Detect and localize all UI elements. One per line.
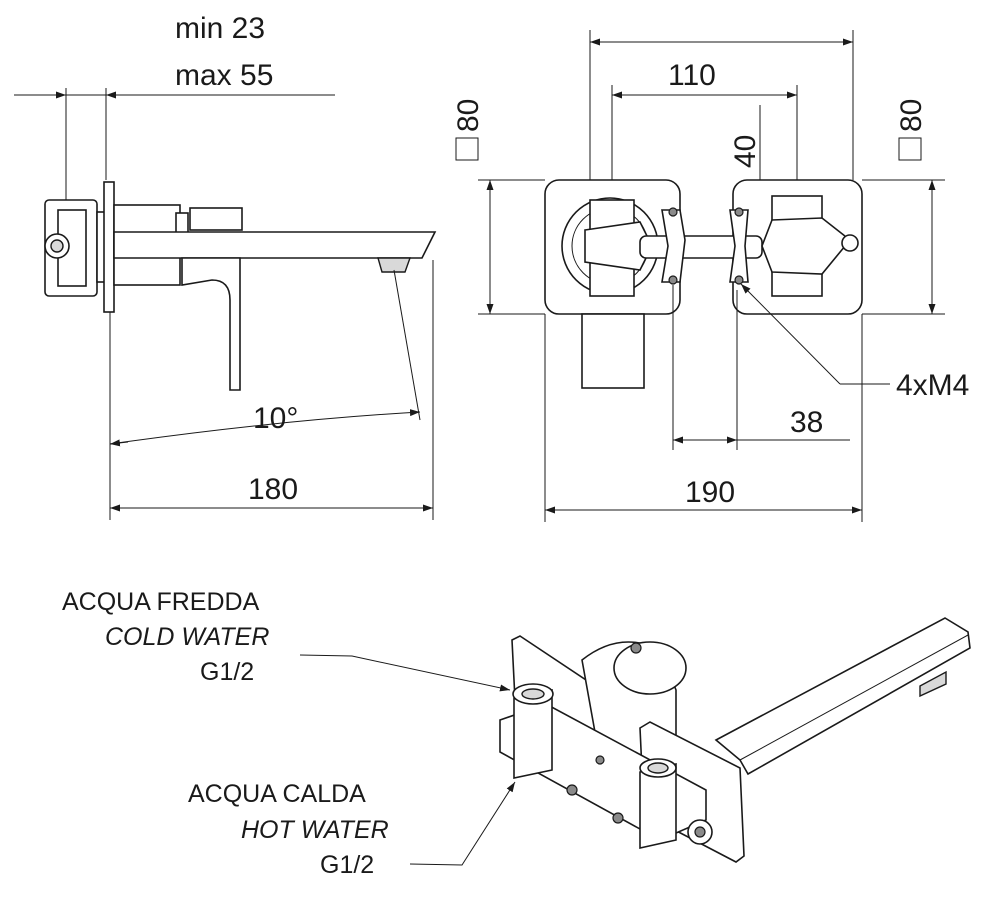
cold-label-en: COLD WATER (105, 623, 269, 651)
wall-min-label: min 23 (175, 12, 265, 45)
angle-label: 10° (253, 402, 298, 435)
lower-pipe (581, 313, 645, 389)
iso-spout (714, 617, 971, 776)
cold-thread-label: G1/2 (200, 658, 254, 686)
hot-label-en: HOT WATER (241, 816, 389, 844)
overall-label: 190 (685, 476, 735, 509)
screw-label: 4xM4 (896, 369, 969, 402)
offset-label: 38 (790, 406, 823, 439)
wall-max-label: max 55 (175, 59, 273, 92)
hot-leader (409, 781, 516, 866)
width-label: 110 (668, 59, 716, 92)
front-view: 80 80 110 40 (452, 30, 969, 522)
cold-leader (299, 654, 511, 692)
wall-plate (103, 181, 115, 313)
plate-right-label: 80 (895, 99, 928, 132)
spout-outlet (377, 257, 411, 273)
cold-label-it: ACQUA FREDDA (62, 588, 260, 616)
length-label: 180 (248, 473, 298, 506)
screw-leader (740, 283, 841, 385)
lever-handle (181, 257, 241, 391)
spout (113, 231, 437, 259)
vertical-40-label: 40 (729, 135, 762, 168)
plate-left-label: 80 (452, 99, 485, 132)
angle-arc (109, 409, 421, 445)
isometric-view: ACQUA FREDDA COLD WATER G1/2 ACQUA CALDA… (62, 588, 971, 879)
hot-thread-label: G1/2 (320, 851, 374, 879)
hot-label-it: ACQUA CALDA (188, 780, 366, 808)
side-view: min 23 max 55 10° 180 (14, 12, 437, 520)
